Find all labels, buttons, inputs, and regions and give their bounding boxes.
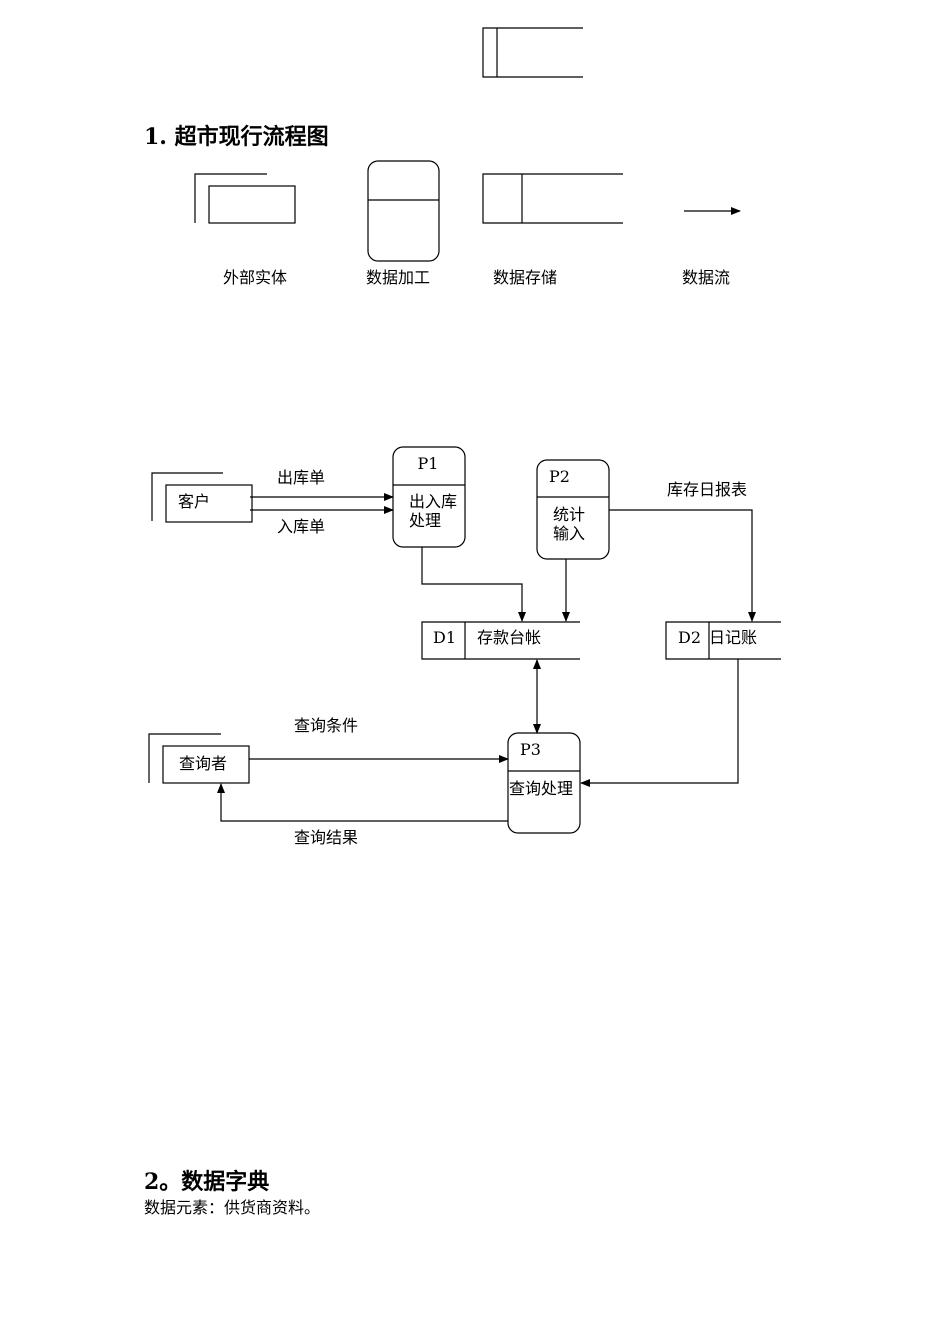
legend-data-store-label: 数据存储 (493, 268, 557, 287)
legend-data-store: 数据存储 (482, 173, 623, 287)
process-p3: P3 查询处理 (507, 732, 581, 834)
legend-process: 数据加工 (366, 160, 440, 287)
legend-process-label: 数据加工 (366, 268, 430, 287)
datastore-d2-id: D2 (678, 628, 701, 647)
flow-out-order-label: 出库单 (277, 468, 325, 487)
entity-customer-label: 客户 (178, 492, 210, 511)
section-2-heading: 2。数据字典 (144, 1169, 269, 1195)
datastore-d2: D2 日记账 (665, 621, 781, 660)
datastore-d2-name: 日记账 (709, 628, 757, 647)
flow-in-order: 入库单 (250, 506, 394, 536)
entity-querier: 查询者 (148, 733, 250, 784)
legend-data-flow: 数据流 (682, 207, 741, 287)
flow-query-condition-label: 查询条件 (294, 716, 358, 735)
flow-query-result: 查询结果 (217, 783, 508, 847)
top-data-store-shape (482, 27, 583, 78)
entity-customer: 客户 (151, 472, 253, 523)
datastore-d1: D1 存款台帐 (421, 621, 580, 660)
legend-external-entity: 外部实体 (194, 173, 296, 287)
process-p1: P1 出入库 处理 (392, 446, 466, 548)
legend-external-entity-label: 外部实体 (223, 268, 287, 287)
section-2-text: 数据元素：供货商资料。 (144, 1198, 320, 1217)
flow-daily-report: 库存日报表 (609, 480, 756, 622)
flow-out-order: 出库单 (250, 468, 394, 501)
process-p2-line2: 输入 (553, 524, 585, 543)
datastore-d1-id: D1 (433, 628, 456, 647)
flow-d2-to-p3 (580, 659, 739, 787)
process-p1-id: P1 (418, 454, 439, 473)
process-p2: P2 统计 输入 (536, 459, 610, 560)
legend-data-flow-label: 数据流 (682, 268, 730, 287)
datastore-d1-name: 存款台帐 (477, 628, 541, 647)
entity-querier-label: 查询者 (179, 754, 227, 773)
process-p1-line1: 出入库 (409, 492, 457, 511)
flow-query-condition: 查询条件 (249, 716, 509, 763)
process-p1-line2: 处理 (409, 511, 441, 530)
process-p2-id: P2 (549, 467, 570, 486)
process-p3-id: P3 (520, 740, 541, 759)
flow-daily-report-label: 库存日报表 (667, 480, 747, 499)
process-p3-name: 查询处理 (509, 779, 573, 798)
process-p2-line1: 统计 (553, 505, 585, 524)
section-1-heading: 1. 超市现行流程图 (144, 124, 329, 150)
flow-p1-to-d1 (421, 547, 526, 622)
flow-in-order-label: 入库单 (277, 517, 325, 536)
flow-query-result-label: 查询结果 (294, 828, 358, 847)
